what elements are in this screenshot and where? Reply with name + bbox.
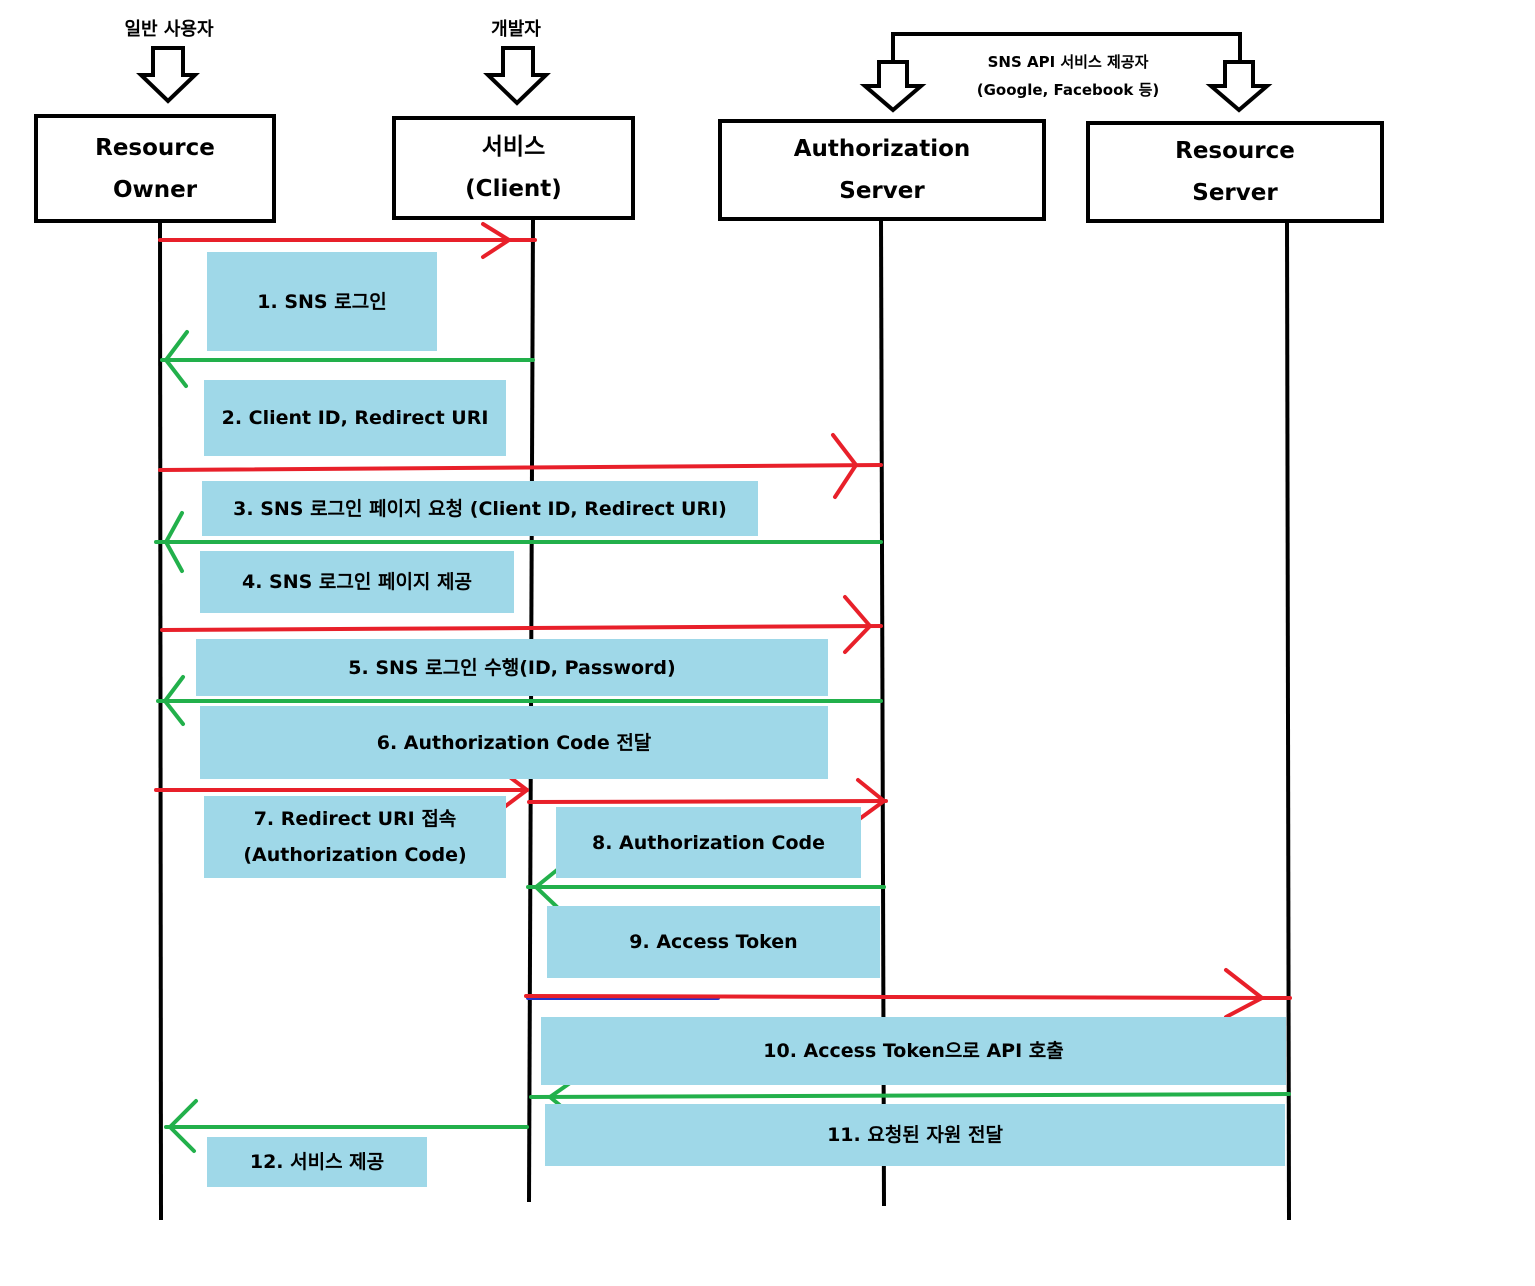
- actor-subtitle: (Client): [465, 176, 562, 202]
- actor-title: Resource: [95, 134, 215, 161]
- message-text: 1. SNS 로그인: [257, 290, 387, 313]
- message-text: 7. Redirect URI 접속: [253, 808, 457, 830]
- actor-subtitle: Owner: [112, 176, 198, 203]
- message-label-step-7: 7. Redirect URI 접속 (Authorization Code): [204, 796, 506, 878]
- actor-resource-owner: Resource Owner: [34, 114, 276, 223]
- actor-client: 서비스 (Client): [392, 116, 635, 220]
- lifeline-resource-server: [1285, 221, 1291, 1221]
- message-text: 4. SNS 로그인 페이지 제공: [241, 571, 472, 593]
- arrow-step-1: [158, 222, 537, 259]
- arrow-step-10: [524, 968, 1292, 1019]
- message-label-step-6: 6. Authorization Code 전달: [200, 706, 828, 779]
- message-text: 8. Authorization Code: [592, 831, 825, 854]
- general-user-label: 일반 사용자: [124, 19, 214, 40]
- message-text: (Authorization Code): [243, 844, 467, 866]
- message-label-step-5: 5. SNS 로그인 수행(ID, Password): [196, 639, 828, 696]
- actor-title: Authorization: [793, 136, 971, 162]
- actor-resource-server: Resource Server: [1086, 121, 1384, 223]
- message-text: 3. SNS 로그인 페이지 요청 (Client ID, Redirect U…: [233, 497, 727, 520]
- message-label-step-11: 11. 요청된 자원 전달: [545, 1104, 1285, 1166]
- message-label-step-10: 10. Access Token으로 API 호출: [541, 1017, 1286, 1085]
- arrow-step-12: [164, 1099, 529, 1153]
- down-arrow-icon: [859, 60, 927, 113]
- message-label-step-2: 2. Client ID, Redirect URI: [204, 380, 506, 456]
- down-arrow-icon: [483, 46, 551, 106]
- arrow-step-8: [527, 778, 888, 822]
- actor-subtitle: Server: [839, 178, 925, 204]
- lifeline-resource-owner: [158, 221, 163, 1221]
- down-arrow-icon: [1205, 60, 1273, 113]
- message-label-step-9: 9. Access Token: [547, 906, 880, 978]
- provider-bracket: [891, 32, 1242, 62]
- arrow-step-3: [158, 433, 883, 499]
- developer-label: 개발자: [491, 19, 541, 40]
- actor-title: Resource: [1175, 138, 1295, 164]
- provider-name: SNS API 서비스 제공자: [987, 53, 1149, 71]
- message-text: 10. Access Token으로 API 호출: [763, 1040, 1064, 1062]
- arrow-step-2: [160, 330, 535, 388]
- message-label-step-1: 1. SNS 로그인: [207, 252, 437, 351]
- provider-label: SNS API 서비스 제공자 (Google, Facebook 등): [960, 48, 1176, 104]
- message-text: 11. 요청된 자원 전달: [827, 1124, 1003, 1146]
- actor-title: 서비스: [481, 134, 546, 160]
- message-text: 5. SNS 로그인 수행(ID, Password): [348, 656, 676, 679]
- provider-examples: (Google, Facebook 등): [976, 81, 1160, 99]
- message-text: 12. 서비스 제공: [249, 1151, 385, 1173]
- arrow-step-5: [160, 595, 883, 654]
- arrow-step-4: [154, 511, 883, 573]
- arrow-step-6: [156, 675, 883, 726]
- message-text: 9. Access Token: [629, 931, 798, 953]
- arrow-step-9: [526, 868, 886, 909]
- actor-subtitle: Server: [1192, 180, 1278, 206]
- message-label-step-8: 8. Authorization Code: [556, 807, 861, 878]
- message-text: 6. Authorization Code 전달: [376, 731, 652, 754]
- down-arrow-icon: [136, 46, 200, 104]
- actor-authorization-server: Authorization Server: [718, 119, 1046, 221]
- message-text: 2. Client ID, Redirect URI: [221, 407, 489, 429]
- message-label-step-4: 4. SNS 로그인 페이지 제공: [200, 551, 514, 613]
- message-label-step-3: 3. SNS 로그인 페이지 요청 (Client ID, Redirect U…: [202, 481, 758, 536]
- message-label-step-12: 12. 서비스 제공: [207, 1137, 427, 1187]
